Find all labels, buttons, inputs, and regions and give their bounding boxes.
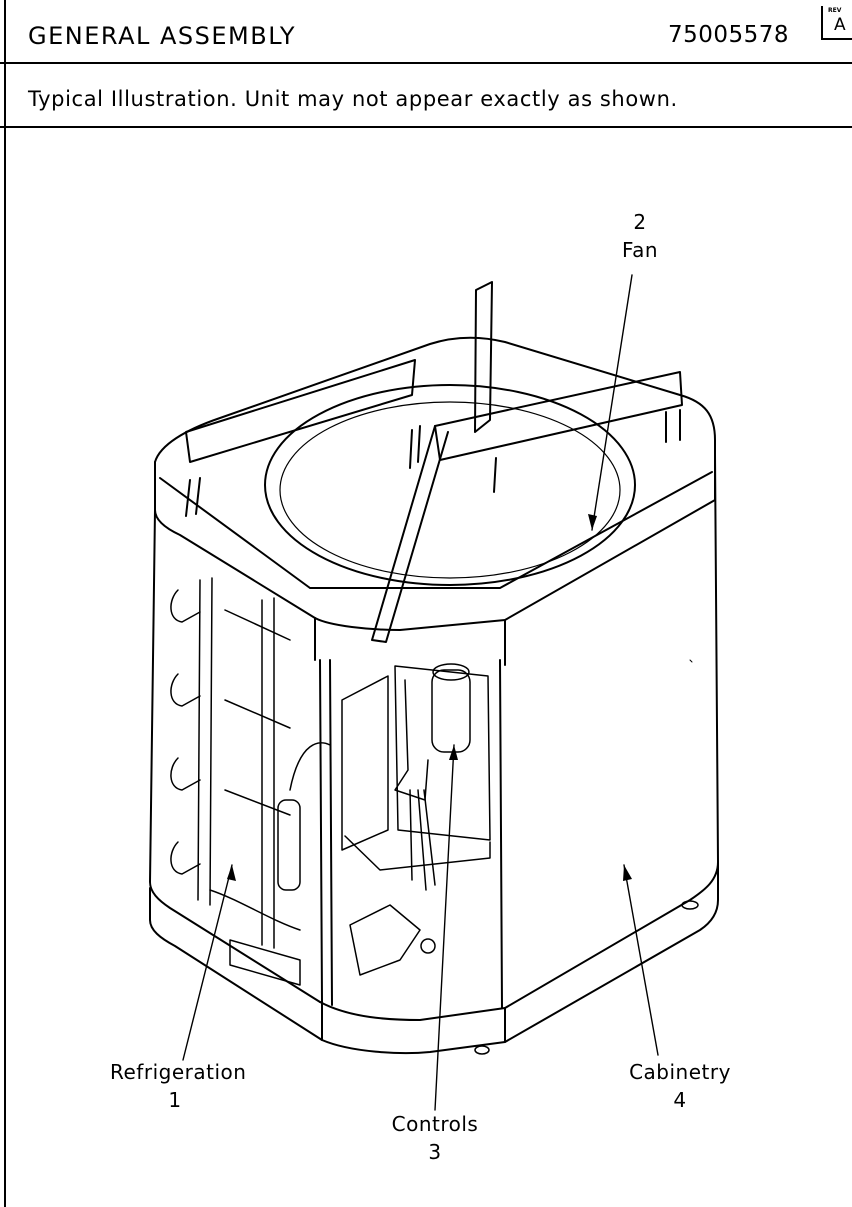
controls-leader — [434, 744, 455, 1111]
callout-name: Controls — [391, 1112, 479, 1136]
title-block: GENERAL ASSEMBLY 75005578 REV A — [0, 0, 852, 62]
callout-number: 4 — [673, 1088, 687, 1112]
document-number: 75005578 — [668, 22, 790, 48]
leader-lines — [182, 274, 659, 1111]
callout-fan: 2 Fan — [612, 208, 668, 264]
feet — [474, 900, 699, 1055]
callout-name: Cabinetry — [629, 1060, 731, 1084]
cabinet-walls — [149, 454, 719, 1055]
drawing-frame — [4, 0, 852, 1207]
refrigeration-coil — [170, 577, 331, 986]
refrigeration-leader — [182, 864, 233, 1061]
caption-divider — [0, 126, 852, 128]
cabinetry-leader — [623, 864, 659, 1056]
callout-controls: Controls 3 — [380, 1110, 490, 1166]
callout-name: Fan — [621, 238, 659, 262]
callout-number: 3 — [428, 1140, 442, 1164]
callout-number: 2 — [633, 210, 647, 234]
revision-value: A — [834, 15, 846, 35]
callout-refrigeration: Refrigeration 1 — [110, 1058, 247, 1114]
illustration-caption: Typical Illustration. Unit may not appea… — [28, 87, 678, 111]
revision-box: REV A — [821, 6, 852, 40]
header-divider — [0, 62, 852, 64]
fan-guard-bars — [185, 281, 683, 643]
callout-name: Refrigeration — [110, 1060, 247, 1084]
page-title: GENERAL ASSEMBLY — [28, 22, 297, 50]
callout-number: 1 — [168, 1088, 182, 1112]
control-box — [341, 663, 491, 976]
fan-leader — [591, 274, 633, 531]
revision-label: REV — [828, 7, 842, 14]
callout-cabinetry: Cabinetry 4 — [620, 1058, 740, 1114]
